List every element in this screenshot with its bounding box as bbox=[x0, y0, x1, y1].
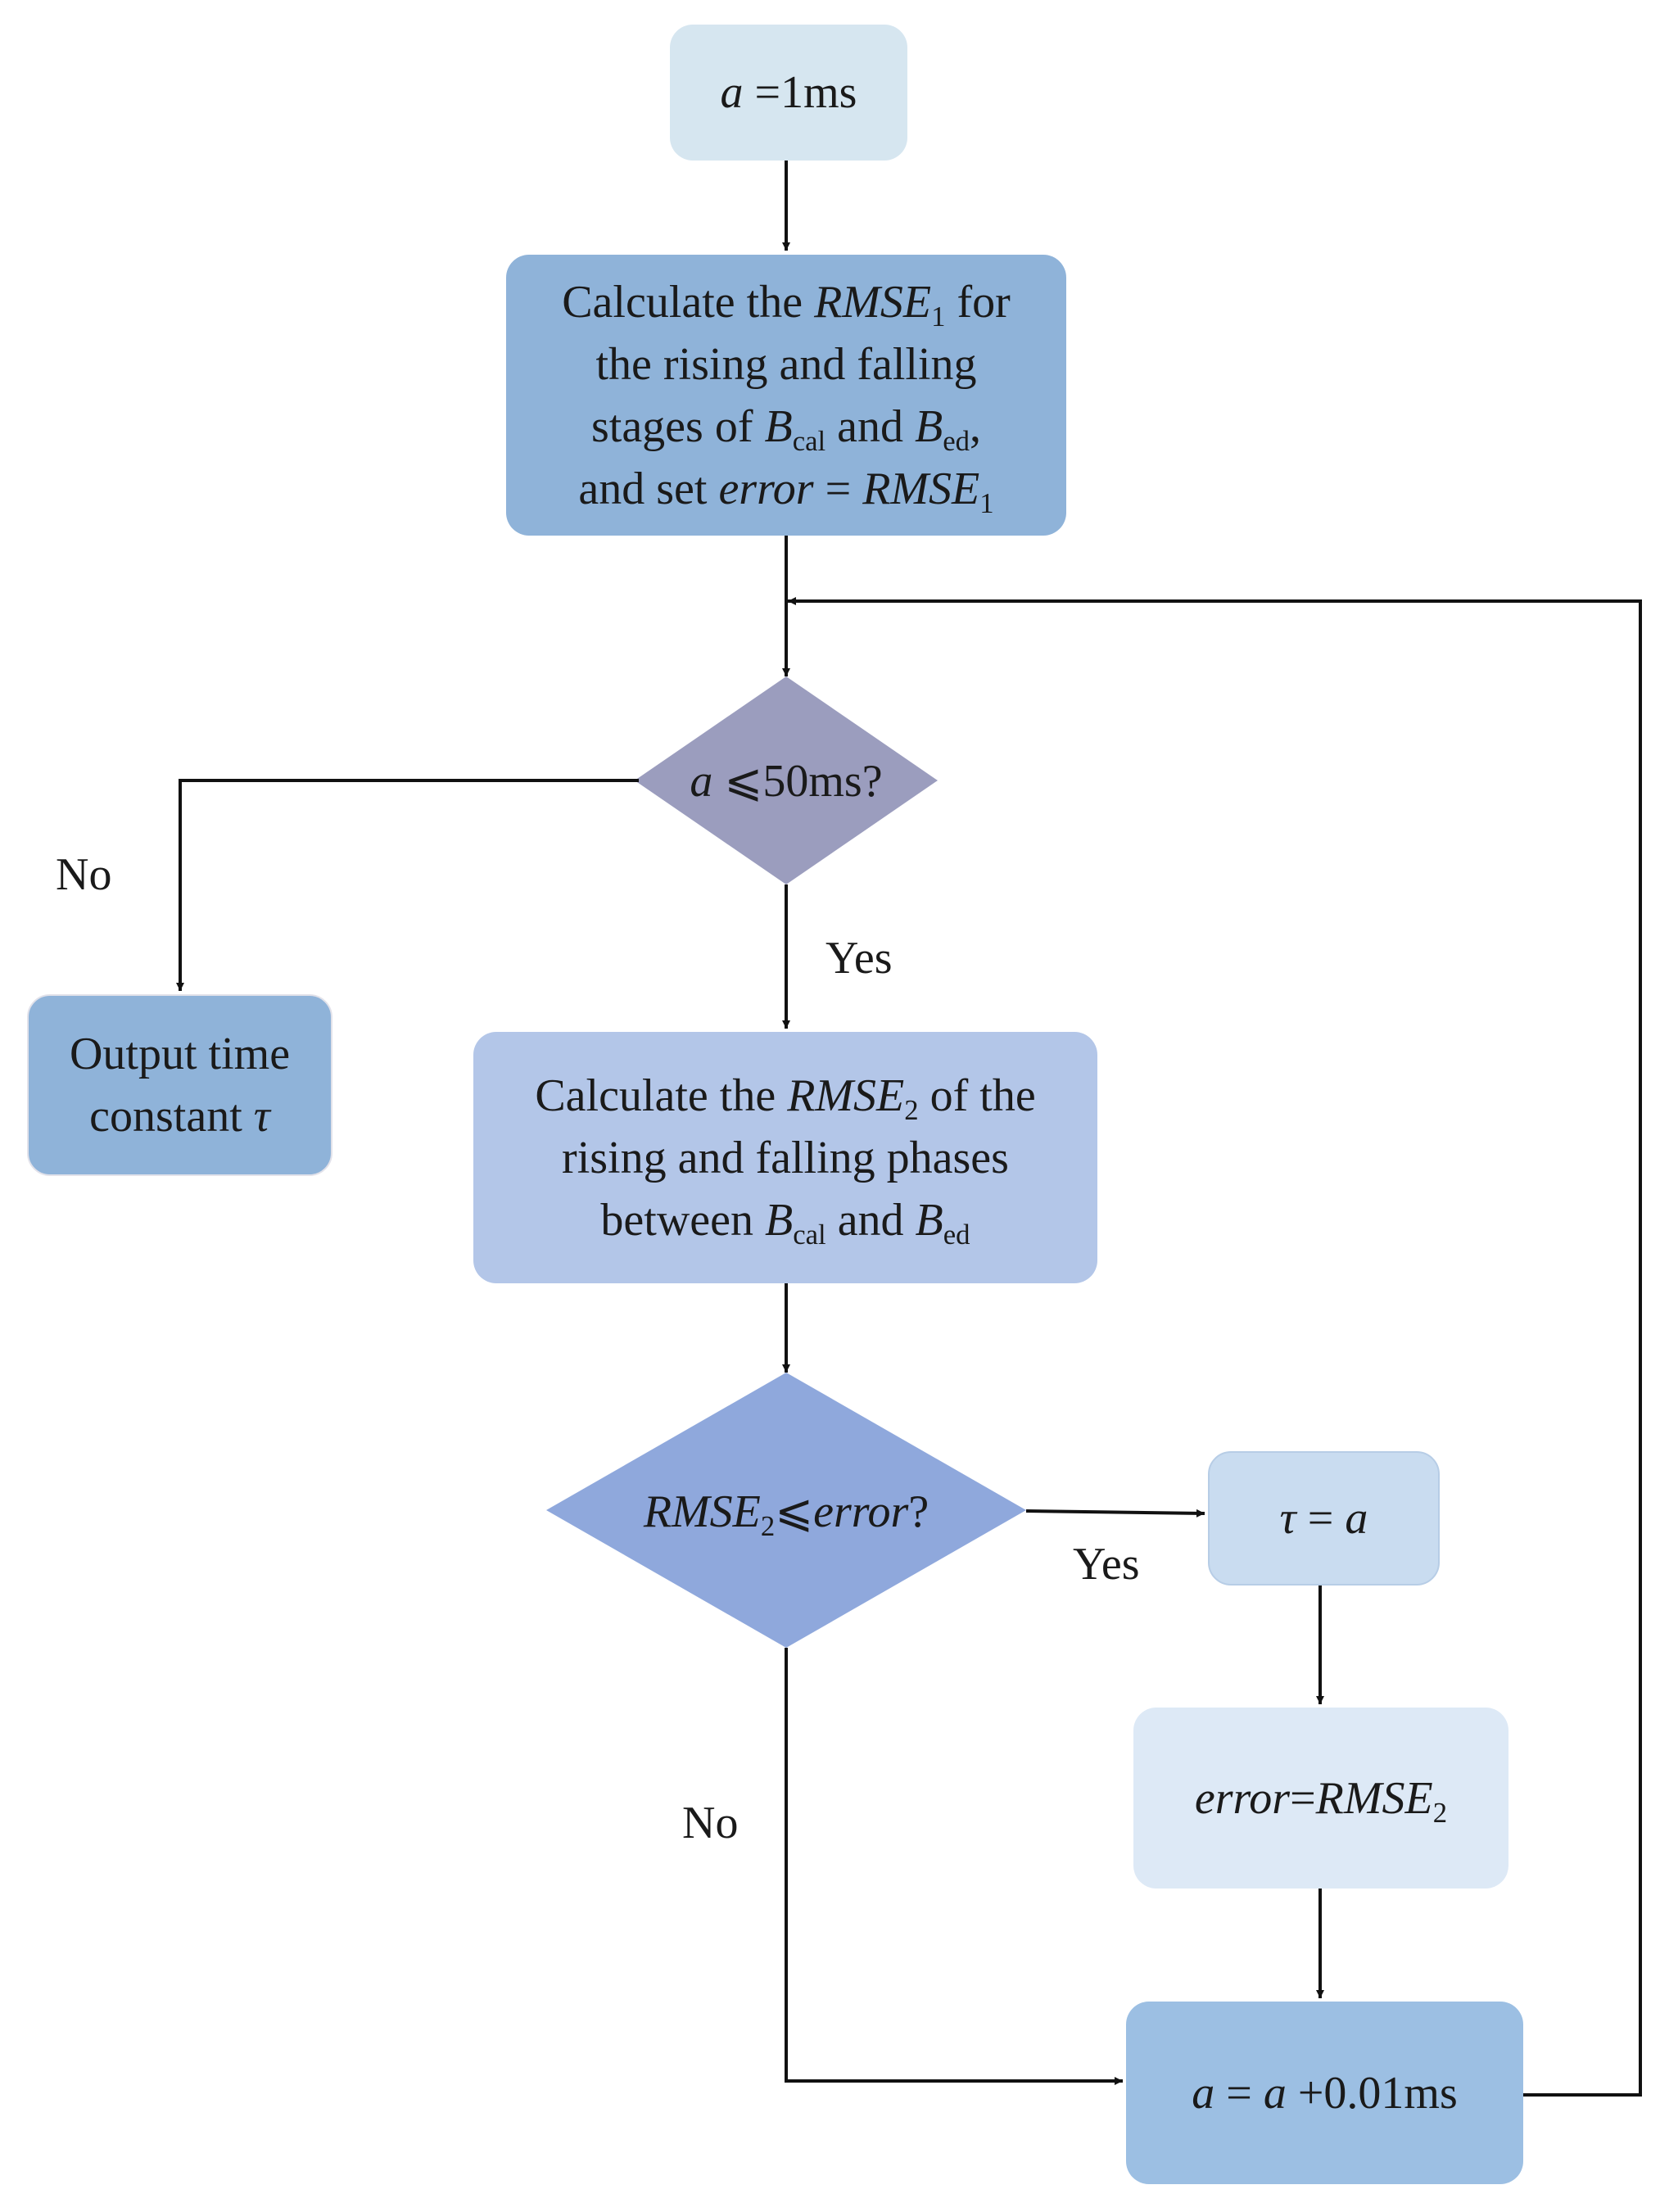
arrow-decision1-no-to-output bbox=[176, 779, 639, 991]
var-a: a bbox=[720, 67, 744, 118]
start-node: a =1ms bbox=[670, 25, 907, 161]
assign-error-node: error=RMSE2 bbox=[1133, 1708, 1508, 1889]
label-no-decision2: No bbox=[682, 1798, 739, 1848]
calculate-rmse2-node: Calculate the RMSE2 of the rising and fa… bbox=[473, 1032, 1097, 1283]
decision-rmse2-le-error-label: RMSE2⩽error? bbox=[643, 1486, 929, 1542]
label-yes-decision2: Yes bbox=[1073, 1539, 1140, 1590]
increment-a-node: a = a +0.01ms bbox=[1126, 2002, 1523, 2184]
arrow-decision2-yes-to-assign-tau bbox=[1025, 1509, 1205, 1518]
label-no-decision1: No bbox=[56, 849, 112, 900]
decision-diamond-rmse2-le-error bbox=[546, 1373, 1026, 1648]
arrow-loop-back-to-decision1 bbox=[788, 597, 1642, 2097]
decision-diamond-a-le-50ms bbox=[635, 676, 938, 884]
label-yes-decision1: Yes bbox=[825, 933, 893, 984]
calculate-rmse1-node: Calculate the RMSE1 for the rising and f… bbox=[506, 255, 1066, 536]
arrow-decision2-no-to-increment bbox=[785, 1648, 1123, 2085]
assign-tau-node: τ = a bbox=[1208, 1451, 1440, 1585]
decision-a-le-50ms-label: a ⩽50ms? bbox=[690, 755, 883, 807]
output-time-constant-node: Output time constant τ bbox=[27, 994, 332, 1176]
